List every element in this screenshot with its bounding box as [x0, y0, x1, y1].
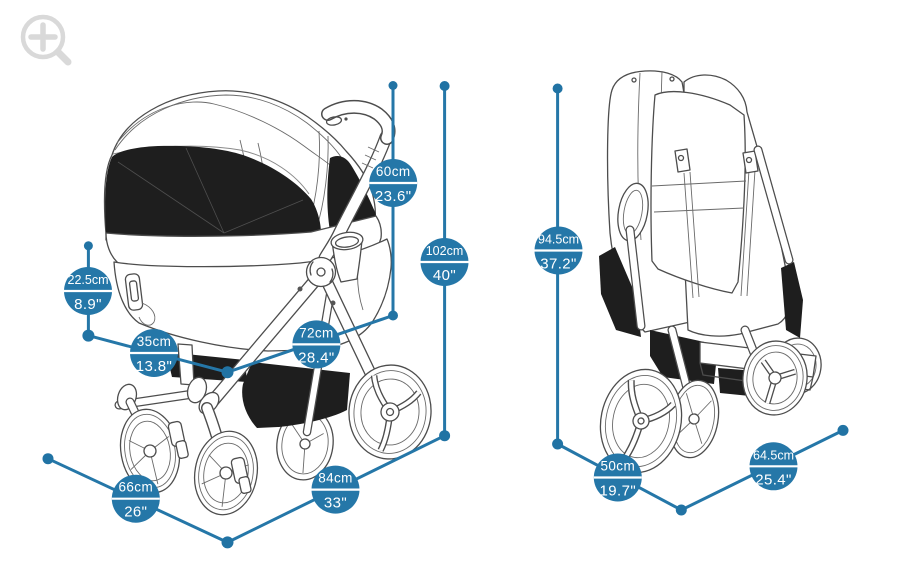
svg-text:35cm: 35cm — [137, 334, 172, 349]
svg-text:19.7": 19.7" — [600, 483, 637, 500]
svg-text:37.2": 37.2" — [540, 256, 577, 273]
svg-text:13.8": 13.8" — [136, 358, 173, 375]
svg-text:50cm: 50cm — [600, 459, 635, 474]
svg-text:64.5cm: 64.5cm — [753, 448, 794, 462]
svg-text:8.9": 8.9" — [74, 296, 102, 313]
svg-text:66cm: 66cm — [118, 480, 153, 495]
svg-text:94.5cm: 94.5cm — [538, 233, 579, 247]
svg-text:84cm: 84cm — [318, 471, 353, 486]
svg-text:102cm: 102cm — [426, 244, 464, 258]
svg-text:72cm: 72cm — [299, 325, 334, 340]
svg-text:23.6": 23.6" — [375, 188, 412, 205]
svg-text:22.5cm: 22.5cm — [68, 273, 109, 287]
svg-text:60cm: 60cm — [376, 164, 411, 179]
svg-text:25.4": 25.4" — [755, 471, 792, 488]
svg-text:28.4": 28.4" — [298, 349, 335, 366]
svg-text:40": 40" — [433, 267, 456, 284]
svg-text:33": 33" — [324, 495, 347, 512]
svg-text:26": 26" — [124, 504, 147, 521]
